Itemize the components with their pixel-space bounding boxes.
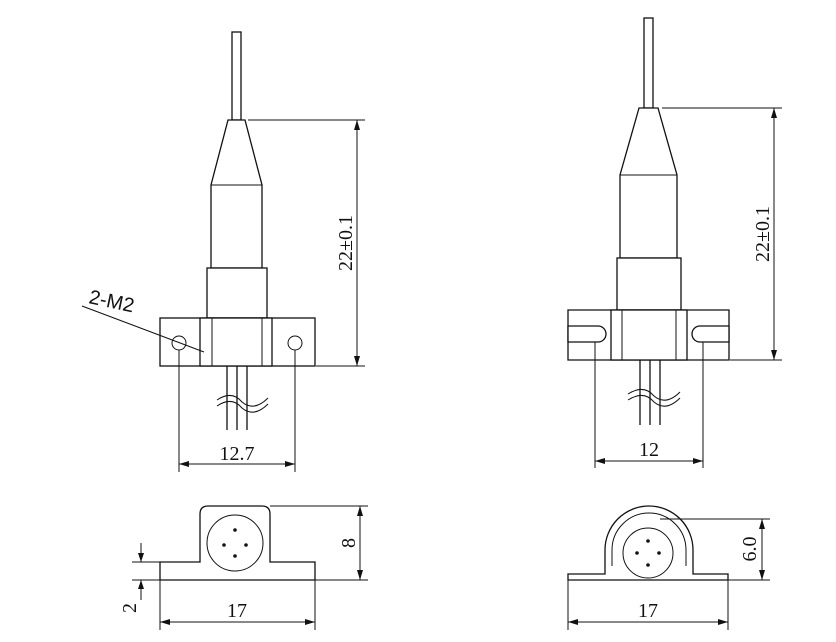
height-dimension-label-left: 22±0.1 [335,215,357,271]
height-dimension-label-bottom-left: 8 [338,538,360,548]
bottom-view-left: 8 2 17 [119,505,368,630]
bottom-view-right: 6.0 17 [567,505,770,630]
width-dimension-label-bottom-left: 17 [227,600,247,622]
width-dimension-label-left: 12.7 [220,443,255,465]
front-view-right: 22±0.1 12 [567,17,782,468]
height-dimension-label-right: 22±0.1 [752,206,774,262]
width-dimension-label-bottom-right: 17 [638,600,658,622]
callout-leader [81,305,205,353]
front-view-left: 2-M2 22±0.1 12.7 [81,31,365,472]
height-dimension-label-bottom-right: 6.0 [739,537,761,562]
callout-2-m2: 2-M2 [87,286,136,317]
width-dimension-label-right: 12 [639,439,659,461]
thickness-dimension-label: 2 [119,603,141,613]
